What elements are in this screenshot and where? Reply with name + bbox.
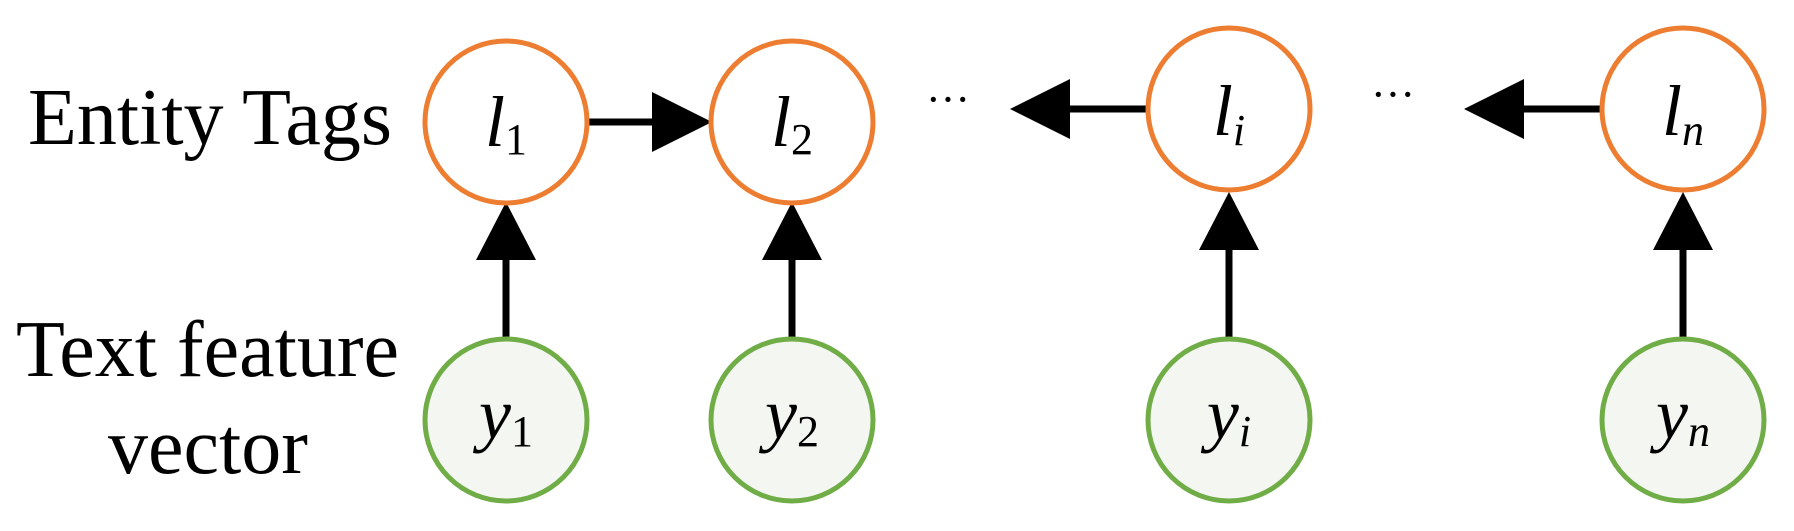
feature-node-yi: yi [1145,336,1313,504]
feature-node-yi-circle [1145,336,1313,504]
feature-node-yn-label: yn [1649,374,1710,456]
tag-node-li: li [1145,25,1313,193]
tag-node-l2: l2 [708,38,876,206]
ellipsis-2: ··· [1371,70,1415,119]
tag-node-l2-label: l2 [771,82,813,164]
edge-y1-to-l1 [476,202,536,340]
text-feature-label-line2: vector [108,403,308,491]
tag-node-ln-label: ln [1662,71,1704,155]
feature-node-y1: y1 [422,336,590,504]
tag-node-li-label: li [1213,71,1245,155]
edge-l1-to-l2 [588,92,712,152]
feature-node-yn: yn [1599,336,1767,504]
feature-node-yn-circle [1599,336,1767,504]
entity-tags-label: Entity Tags [28,74,392,162]
edge-yn-to-ln [1653,192,1713,340]
ellipsis-1: ··· [926,75,970,124]
edge-yi-to-li [1199,192,1259,340]
feature-node-y2: y2 [708,336,876,504]
edge-y2-to-l2 [762,202,822,340]
feature-node-y2-circle [708,336,876,504]
feature-node-yi-label: yi [1200,374,1251,456]
tag-node-li-circle [1145,25,1313,193]
tag-node-l1: l1 [422,38,590,206]
tag-node-l1-circle [422,38,590,206]
tag-node-l1-label: l1 [485,82,527,164]
edge-ln-to-ellipsis-2 [1464,79,1604,139]
tag-node-ln: ln [1599,25,1767,193]
tag-node-l2-circle [708,38,876,206]
text-feature-label-line1: Text feature [16,306,399,394]
edge-li-to-ellipsis-1 [1010,79,1148,139]
feature-node-y1-circle [422,336,590,504]
tag-node-ln-circle [1599,25,1767,193]
feature-node-y2-label: y2 [758,374,819,456]
feature-node-y1-label: y1 [472,374,533,456]
